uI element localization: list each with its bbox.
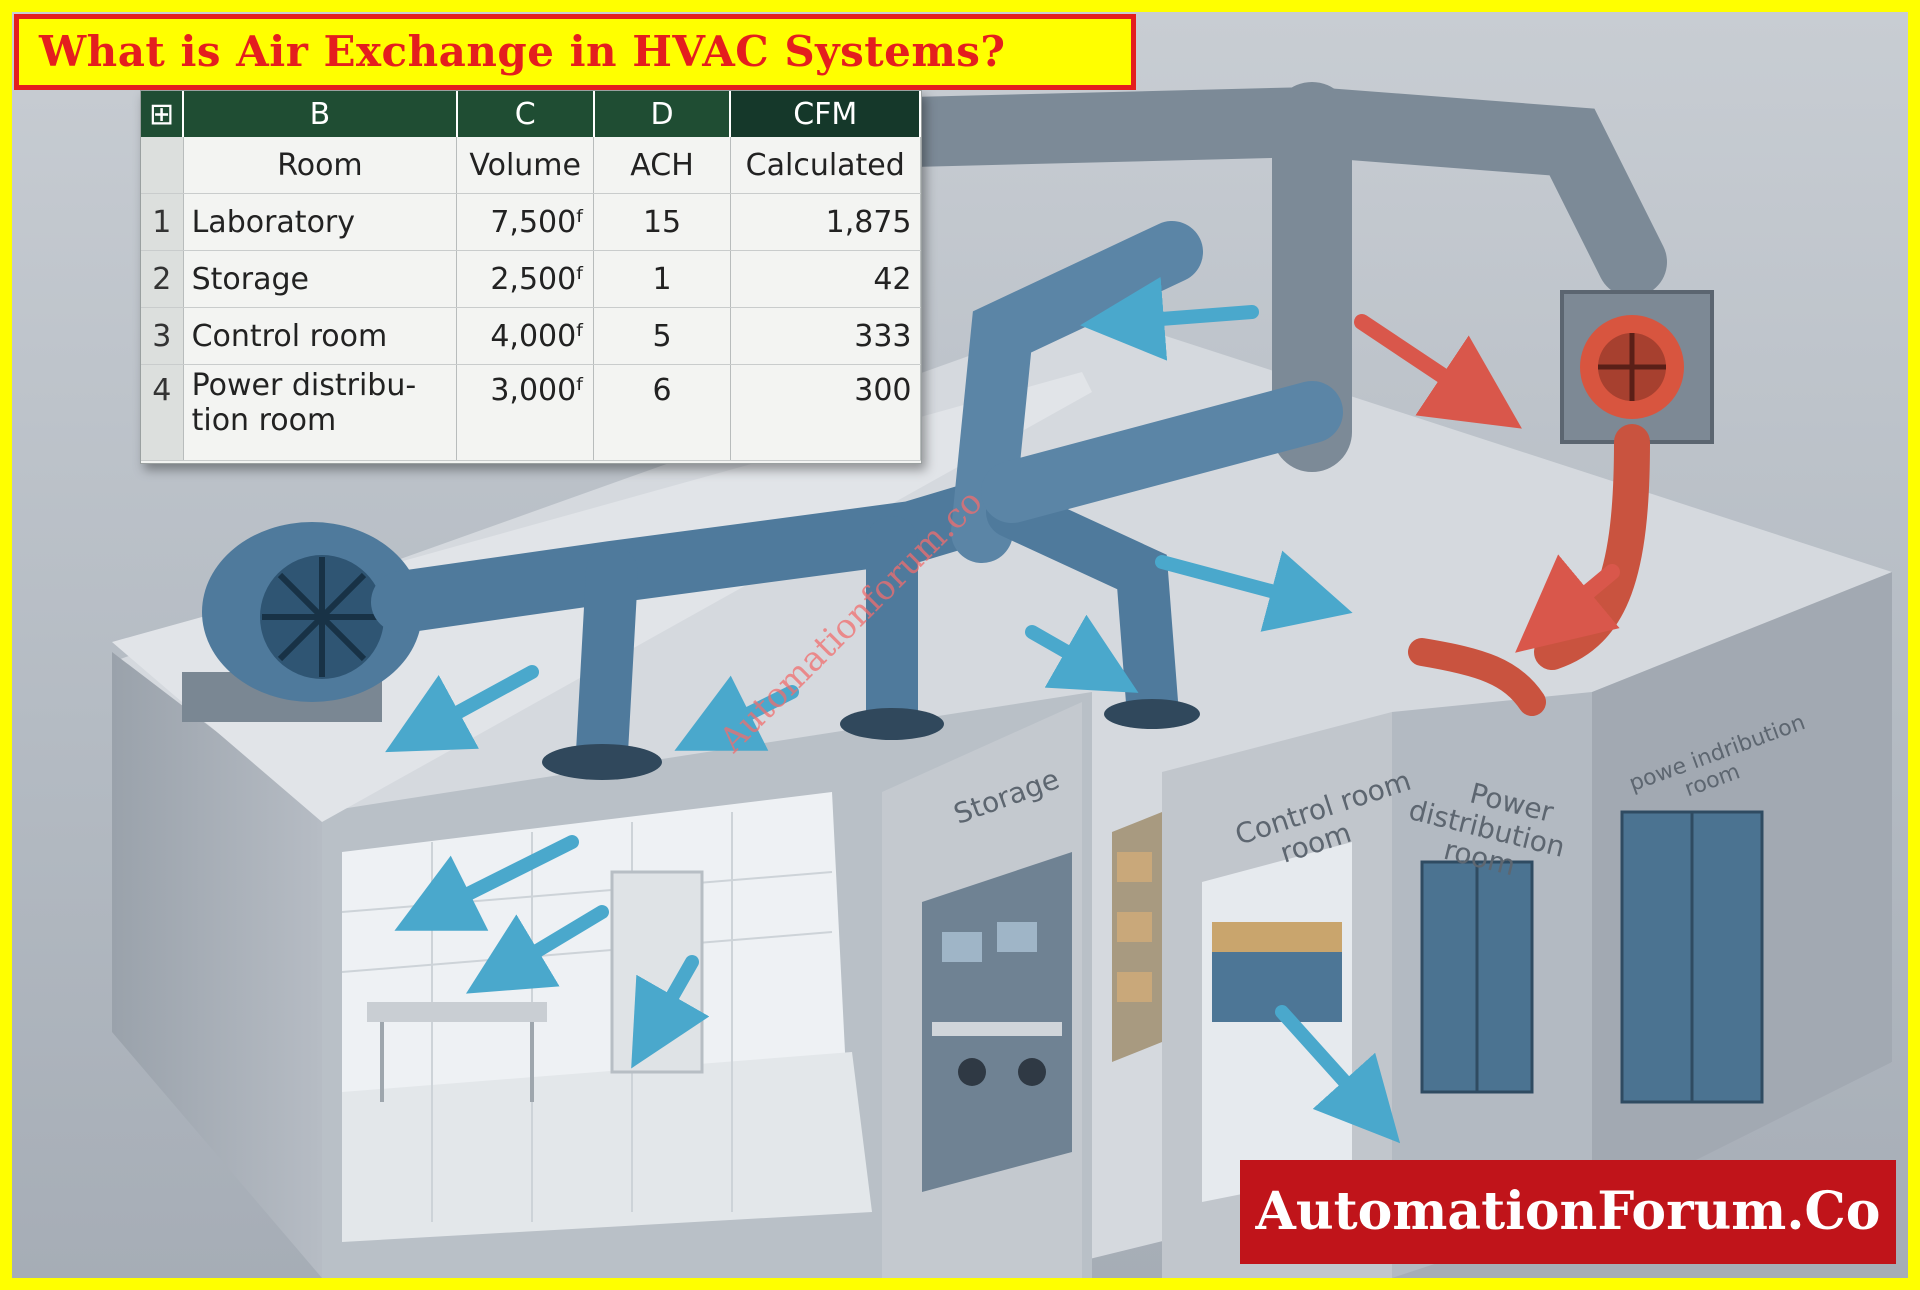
table-row: 4 Power distribu- tion room 3,000ᶠ 6 300 [141, 364, 921, 461]
cell-cfm: 300 [730, 364, 921, 461]
cell-cfm: 1,875 [730, 193, 921, 251]
column-letter-cfm: CFM [730, 91, 921, 137]
cell-volume: 2,500ᶠ [456, 250, 595, 308]
row-number-blank [141, 137, 184, 194]
supply-arrow-6 [1080, 276, 1259, 361]
header-calculated: Calculated [730, 137, 921, 194]
column-letter-c: C [456, 91, 595, 137]
hvac-illustration: Storage Control room room Power distribu… [12, 12, 1908, 1278]
supply-arrow-3 [394, 835, 579, 931]
cell-cfm: 42 [730, 250, 921, 308]
cell-cfm: 333 [730, 307, 921, 365]
return-duct-lower [981, 381, 1343, 523]
exhaust-return-pipe [1408, 638, 1546, 716]
header-volume: Volume [456, 137, 595, 194]
lab-floor-tiles [342, 1052, 872, 1242]
corner-cell: ⊞ [141, 91, 185, 137]
supply-arrow-7 [1155, 550, 1353, 632]
diffuser-control [1104, 699, 1200, 729]
cell-ach: 1 [593, 250, 731, 308]
storage-desk [932, 1022, 1062, 1036]
header-row: Room Volume ACH Calculated [141, 137, 921, 194]
supply-arrow-2 [674, 675, 799, 751]
brand-logo-text: AutomationForum.Co [1255, 1181, 1881, 1242]
grid-icon: ⊞ [148, 96, 175, 132]
cell-ach: 15 [593, 193, 731, 251]
title-banner: What is Air Exchange in HVAC Systems? [14, 14, 1136, 90]
diffuser-storage [840, 708, 944, 740]
left-exterior-wall [112, 652, 322, 1278]
cell-ach: 6 [593, 364, 731, 461]
brand-banner: AutomationForum.Co [1240, 1160, 1896, 1264]
supply-arrow-5 [631, 955, 710, 1069]
column-letter-d: D [593, 91, 732, 137]
cell-room: Laboratory [183, 193, 458, 251]
cell-room: Storage [183, 250, 458, 308]
supply-duct-drop-1 [576, 546, 638, 778]
column-letter-b: B [183, 91, 458, 137]
cell-room: Power distribu- tion room [183, 364, 458, 461]
supply-arrow-9 [1275, 1005, 1401, 1144]
diffuser-lab [542, 744, 662, 780]
cell-ach: 5 [593, 307, 731, 365]
cfm-spreadsheet: ⊞ B C D CFM Room Volume ACH Calculated 1… [140, 90, 922, 464]
table-row: 3 Control room 4,000ᶠ 5 333 [141, 307, 921, 365]
control-room-counter [1212, 922, 1342, 952]
return-duct-upper [877, 86, 1667, 297]
supply-arrow-4 [465, 905, 609, 994]
header-ach: ACH [593, 137, 731, 194]
cfm-table: ⊞ B C D CFM Room Volume ACH Calculated 1… [141, 91, 921, 461]
supply-arrow-1 [385, 665, 539, 753]
column-letter-row: ⊞ B C D CFM [141, 91, 921, 137]
cell-volume: 3,000ᶠ [456, 364, 595, 461]
cell-volume: 7,500ᶠ [456, 193, 595, 251]
room-label-power-distribution-text: Power distribution room [1405, 776, 1569, 883]
header-room: Room [183, 137, 458, 194]
table-row: 1 Laboratory 7,500ᶠ 15 1,875 [141, 193, 921, 251]
table-row: 2 Storage 2,500ᶠ 1 42 [141, 250, 921, 308]
exhaust-arrow-1 [1354, 314, 1522, 429]
row-number: 4 [141, 364, 184, 461]
cell-room: Control room [183, 307, 458, 365]
row-number: 1 [141, 193, 184, 251]
cell-volume: 4,000ᶠ [456, 307, 595, 365]
row-number: 2 [141, 250, 184, 308]
supply-duct-drop-3 [986, 486, 1178, 728]
row-number: 3 [141, 307, 184, 365]
supply-arrow-8 [1025, 614, 1139, 693]
page-title: What is Air Exchange in HVAC Systems? [39, 27, 1006, 76]
lab-bench [367, 1002, 547, 1022]
exhaust-arrow-2 [1515, 554, 1620, 653]
